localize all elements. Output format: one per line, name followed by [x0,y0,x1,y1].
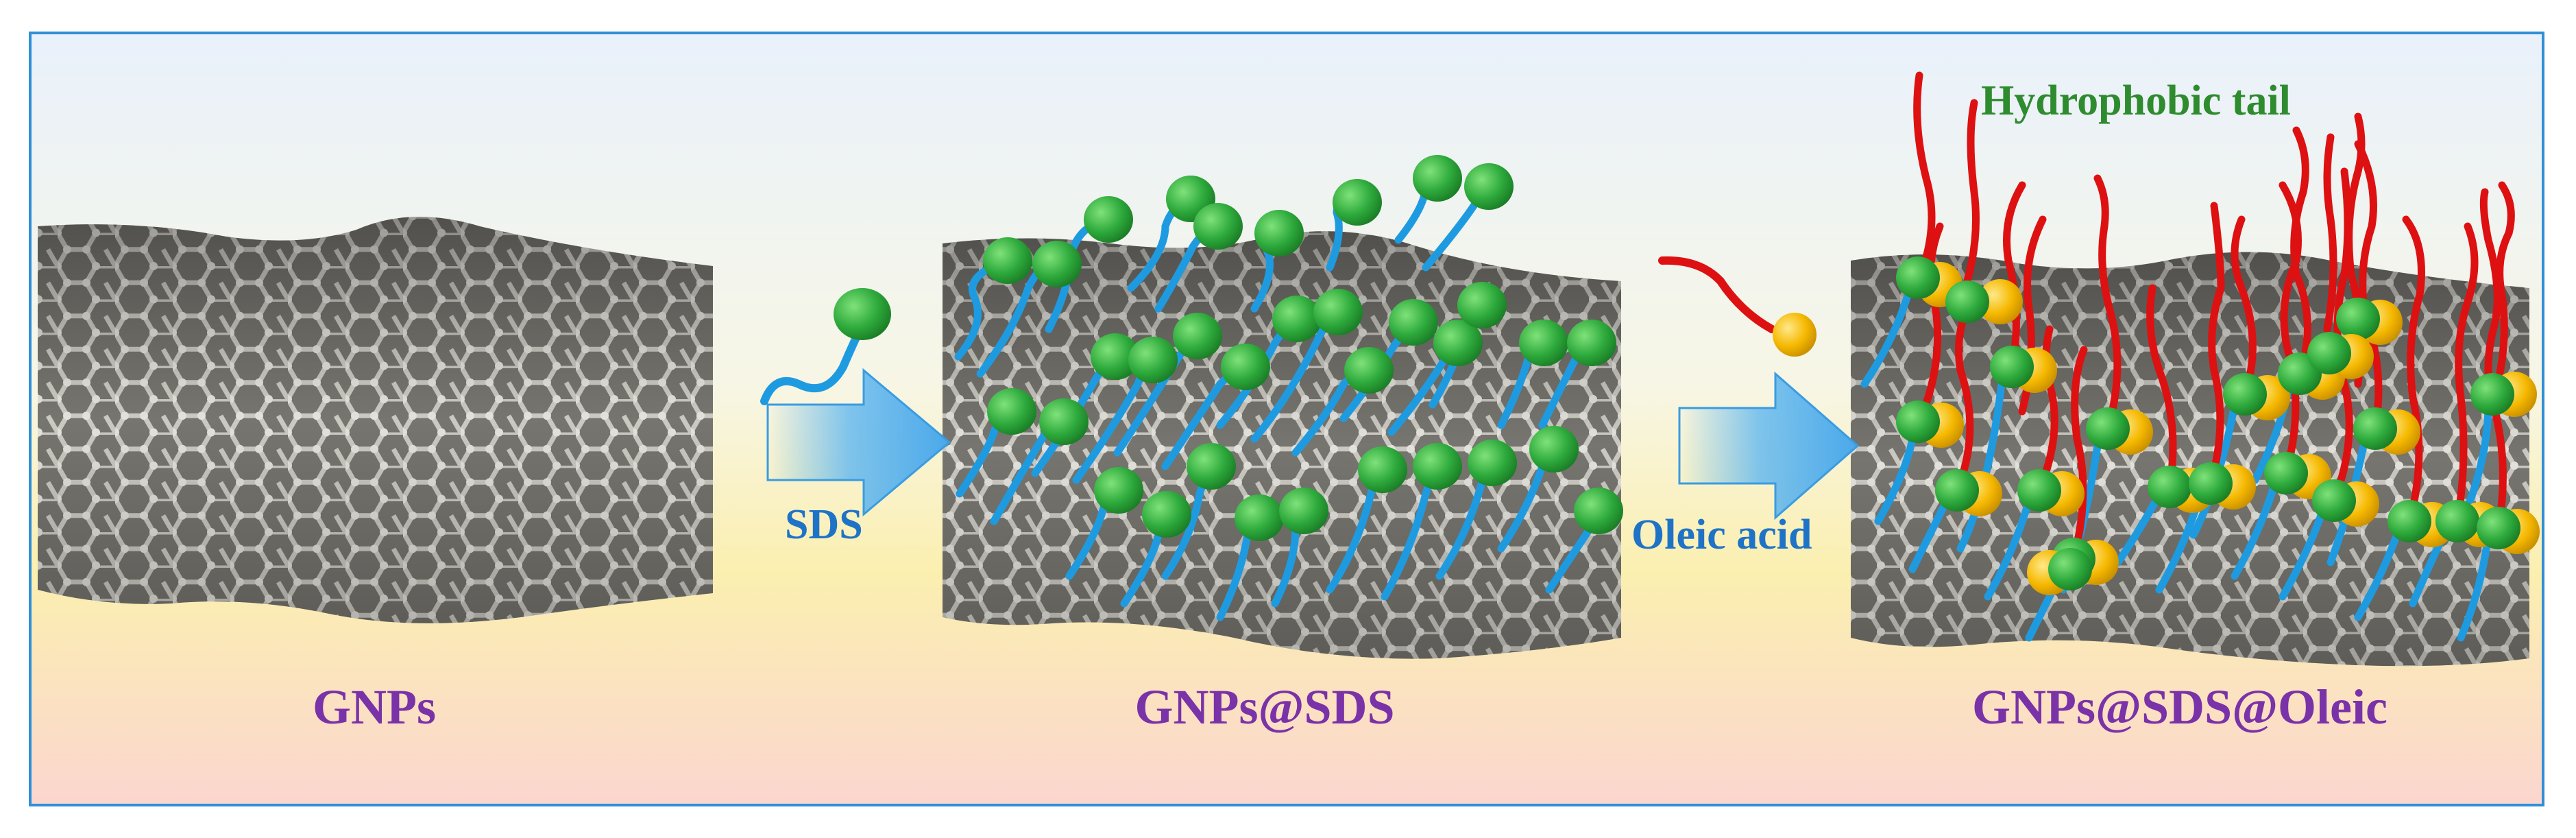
reaction-arrow-2 [1678,371,1860,520]
sds-heads-adsorbed [983,155,1623,541]
reagent-label-oleic-acid: Oleic acid [1631,512,1812,558]
reagent-label-sds: SDS [785,501,863,548]
oleic-acid-molecule-free [1658,256,1816,357]
headgroups-oleic-stage [1896,256,2540,595]
oleic-tails [1913,71,2515,563]
sds-molecule-free [760,288,891,405]
annotation-hydrophobic-tail: Hydrophobic tail [1981,77,2291,124]
stage-label-gnps-sds-oleic: GNPs@SDS@Oleic [1972,680,2387,734]
stage-label-gnps-sds: GNPs@SDS [1134,680,1395,734]
graphene-sheet-gnps [38,217,713,623]
reaction-arrow-1 [766,368,951,517]
stage-label-gnps: GNPs [313,680,436,734]
